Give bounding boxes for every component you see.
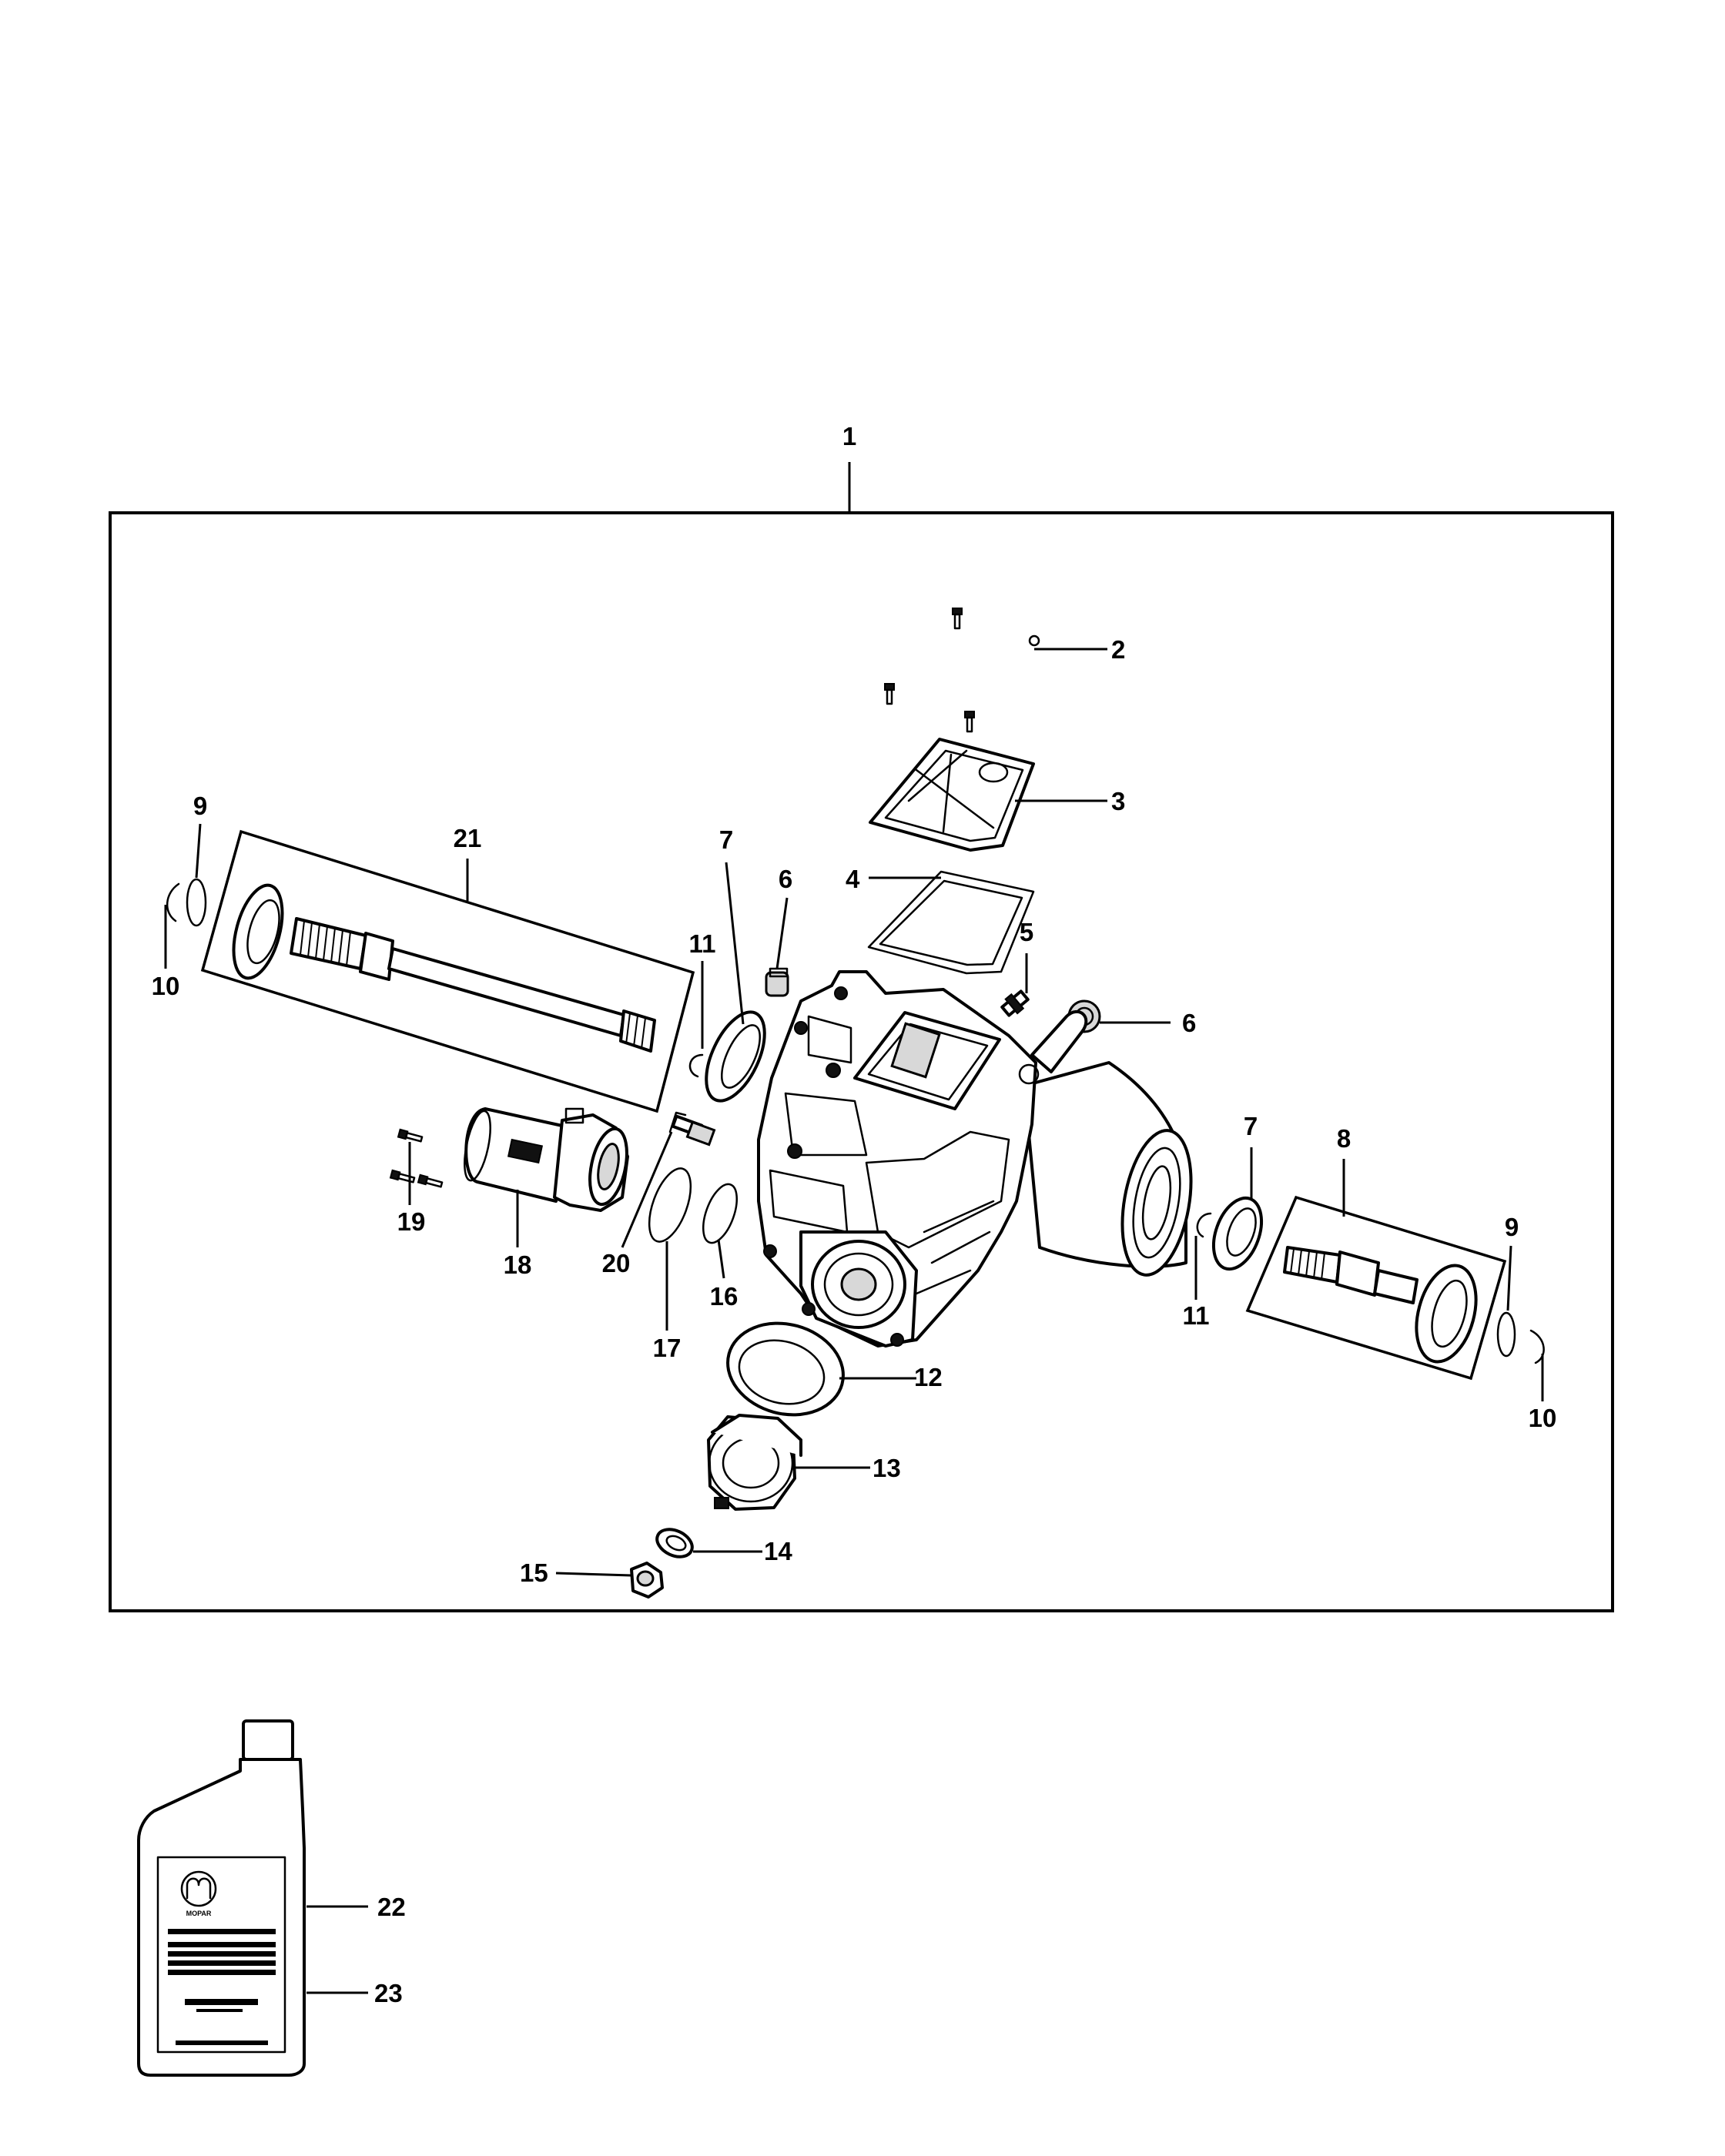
leader-7a bbox=[725, 862, 745, 1025]
callout-2: 2 bbox=[1111, 635, 1125, 664]
seal-ring-9-right bbox=[1496, 1311, 1516, 1358]
callout-20: 20 bbox=[602, 1249, 631, 1277]
assembly-frame bbox=[109, 511, 1614, 1612]
callout-19: 19 bbox=[397, 1207, 426, 1236]
callout-3: 3 bbox=[1111, 787, 1125, 815]
callout-21: 21 bbox=[454, 824, 482, 852]
callout-14: 14 bbox=[764, 1537, 792, 1565]
flange-nut bbox=[630, 1562, 664, 1599]
transfer-case-housing bbox=[757, 970, 1193, 1348]
callout-7a: 7 bbox=[719, 825, 733, 854]
top-cover bbox=[869, 738, 1035, 852]
callout-23: 23 bbox=[374, 1979, 403, 2007]
callout-11b: 11 bbox=[1183, 1301, 1210, 1330]
lubricant-bottle: MOPAR bbox=[137, 1719, 306, 2077]
bottle-brand-text: MOPAR bbox=[186, 1910, 212, 1917]
callout-22: 22 bbox=[377, 1893, 406, 1921]
gasket bbox=[867, 870, 1035, 975]
snap-ring-11-left bbox=[688, 1053, 704, 1078]
callout-5: 5 bbox=[1020, 918, 1033, 946]
o-ring-16 bbox=[702, 1183, 739, 1244]
output-seal bbox=[726, 1321, 845, 1417]
snap-ring-10-right bbox=[1529, 1329, 1545, 1364]
position-sensor bbox=[668, 1111, 716, 1147]
leader-15 bbox=[555, 1572, 632, 1577]
snap-ring-11-right bbox=[1196, 1212, 1212, 1238]
callout-1: 1 bbox=[842, 422, 856, 450]
callout-7b: 7 bbox=[1244, 1112, 1258, 1140]
callout-17: 17 bbox=[653, 1334, 682, 1362]
callout-10a: 10 bbox=[152, 972, 180, 1000]
shift-motor bbox=[464, 1107, 629, 1212]
callout-12: 12 bbox=[914, 1363, 943, 1391]
callout-15: 15 bbox=[520, 1558, 548, 1587]
callout-4: 4 bbox=[846, 865, 860, 893]
callout-6a: 6 bbox=[779, 865, 792, 893]
actuator-bolts bbox=[389, 1128, 444, 1188]
output-flange bbox=[707, 1414, 802, 1511]
callout-6b: 6 bbox=[1182, 1009, 1196, 1037]
leader-16 bbox=[717, 1239, 725, 1279]
callout-10b: 10 bbox=[1529, 1404, 1557, 1432]
plug-upper bbox=[765, 967, 789, 997]
callout-11a: 11 bbox=[689, 929, 716, 958]
callout-16: 16 bbox=[710, 1282, 739, 1311]
callout-9b: 9 bbox=[1505, 1213, 1519, 1241]
snap-ring-10-left bbox=[166, 882, 180, 922]
washer bbox=[655, 1528, 694, 1558]
leader-9a bbox=[195, 823, 202, 879]
shaft-box-right bbox=[1245, 1195, 1507, 1381]
left-axle-shaft bbox=[232, 883, 656, 1053]
cover-bolts bbox=[884, 608, 1040, 733]
vent-fitting bbox=[1000, 989, 1030, 1017]
callout-13: 13 bbox=[873, 1454, 901, 1482]
callout-9a: 9 bbox=[193, 792, 207, 820]
seal-ring-9-left bbox=[186, 878, 207, 927]
axle-seal-left bbox=[705, 1010, 766, 1103]
callout-8: 8 bbox=[1337, 1124, 1351, 1153]
o-ring-17 bbox=[648, 1167, 692, 1243]
right-output-shaft bbox=[1283, 1246, 1478, 1364]
shaft-box-left bbox=[200, 829, 695, 1113]
leader-20 bbox=[621, 1131, 673, 1248]
axle-seal-right bbox=[1211, 1196, 1264, 1271]
callout-18: 18 bbox=[504, 1250, 532, 1279]
leader-6a bbox=[775, 897, 789, 969]
leader-9b bbox=[1506, 1245, 1512, 1311]
